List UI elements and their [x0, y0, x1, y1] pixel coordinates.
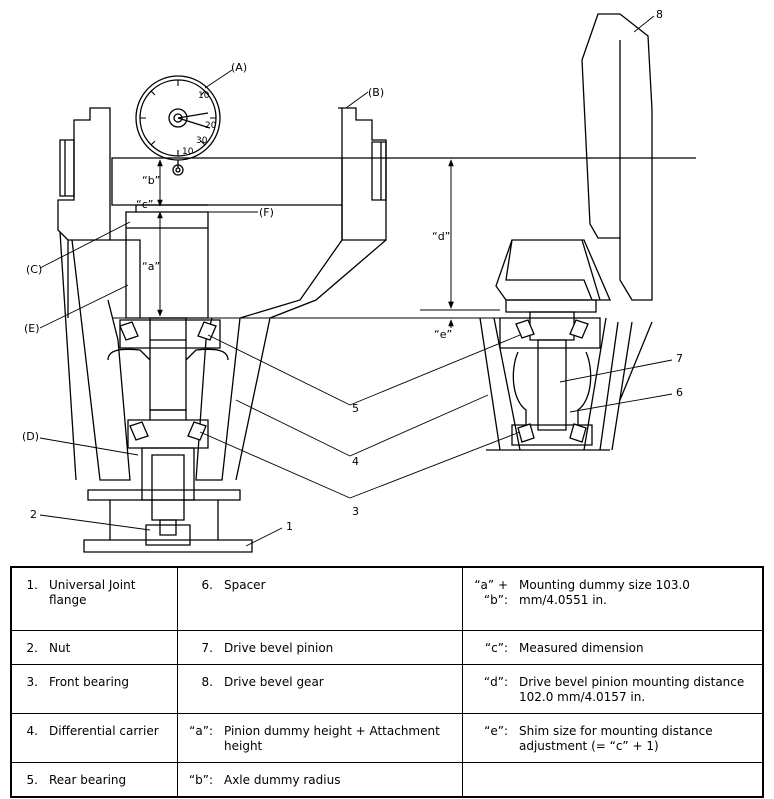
dim-label-e: “e”: [434, 328, 452, 341]
differential-carrier-left: [59, 231, 271, 553]
callout-8: 8: [656, 8, 663, 21]
legend-text: Front bearing: [48, 664, 178, 714]
callout-1: 1: [286, 520, 293, 533]
legend-number: “c”:: [462, 630, 518, 665]
dim-label-c: “c”: [136, 198, 153, 211]
legend-row: 5. Rear bearing “b”: Axle dummy radius: [10, 762, 764, 798]
gauge-tick-label-2: 20: [205, 121, 217, 131]
differential-carrier-right: [479, 317, 653, 451]
legend-text: Spacer: [223, 566, 463, 631]
legend-number: 1.: [10, 566, 48, 631]
legend-number: 3.: [10, 664, 48, 714]
gauge-tick-label-4: 10: [182, 147, 194, 157]
legend-number: “d”:: [462, 664, 518, 714]
callout-3: 3: [352, 505, 359, 518]
legend-text: Rear bearing: [48, 762, 178, 798]
legend-text: Universal Joint flange: [48, 566, 178, 631]
mounting-dummy: [125, 204, 209, 319]
drive-bevel-gear: [495, 13, 653, 301]
callout-4: 4: [352, 455, 359, 468]
legend-number: 2.: [10, 630, 48, 665]
legend-text: Mounting dummy size 103.0 mm/4.0551 in.: [518, 566, 764, 631]
legend-row: 2. Nut 7. Drive bevel pinion “c”: Measur…: [10, 630, 764, 665]
pinion-shaft-left: [107, 317, 229, 546]
dim-label-a: “a”: [142, 260, 160, 273]
callout-f: (F): [259, 206, 274, 219]
legend-row: 4. Differential carrier “a”: Pinion dumm…: [10, 713, 764, 763]
axle-dummy-bar: [111, 157, 696, 206]
legend-number: 7.: [177, 630, 223, 665]
pinion-mounting-diagram: (A) (B) (C) (E) (D) (F) 1 2 3 4 5 6 7 8 …: [22, 8, 696, 553]
leader-lines: [39, 15, 673, 547]
legend-number: “b”:: [177, 762, 223, 798]
dim-label-b: “b”: [142, 174, 160, 187]
left-bracket: [57, 107, 141, 318]
gauge-tick-label-1: 10: [198, 91, 210, 101]
legend-text: Pinion dummy height + Attachment height: [223, 713, 463, 763]
legend-number: [462, 762, 518, 798]
callout-5: 5: [352, 402, 359, 415]
callout-2: 2: [30, 508, 37, 521]
legend-text: Drive bevel pinion mounting distance 102…: [518, 664, 764, 714]
legend-text: [518, 762, 764, 798]
right-bracket: [239, 107, 387, 319]
legend-number: “e”:: [462, 713, 518, 763]
gauge-tick-label-3: 30: [196, 136, 208, 146]
legend-number: 8.: [177, 664, 223, 714]
dimension-lines: [112, 159, 500, 328]
legend-text: Axle dummy radius: [223, 762, 463, 798]
legend-number: 6.: [177, 566, 223, 631]
callout-c: (C): [26, 263, 42, 276]
callout-b: (B): [368, 86, 384, 99]
legend-text: Measured dimension: [518, 630, 764, 665]
legend-row: 1. Universal Joint flange 6. Spacer “a” …: [10, 566, 764, 631]
legend-text: Drive bevel gear: [223, 664, 463, 714]
callout-7: 7: [676, 352, 683, 365]
legend-row: 3. Front bearing 8. Drive bevel gear “d”…: [10, 664, 764, 714]
legend-text: Nut: [48, 630, 178, 665]
callout-d: (D): [22, 430, 39, 443]
legend-number: “a” + “b”:: [462, 566, 518, 631]
callout-a: (A): [231, 61, 247, 74]
callout-6: 6: [676, 386, 683, 399]
legend-text: Differential carrier: [48, 713, 178, 763]
dim-label-d: “d”: [432, 230, 450, 243]
legend-number: 4.: [10, 713, 48, 763]
dial-gauge: [135, 75, 221, 168]
legend-number: “a”:: [177, 713, 223, 763]
legend-table: 1. Universal Joint flange 6. Spacer “a” …: [10, 566, 764, 798]
legend-text: Shim size for mounting distance adjustme…: [518, 713, 764, 763]
drive-bevel-pinion: [499, 299, 601, 446]
legend-number: 5.: [10, 762, 48, 798]
legend-text: Drive bevel pinion: [223, 630, 463, 665]
callout-e: (E): [24, 322, 40, 335]
